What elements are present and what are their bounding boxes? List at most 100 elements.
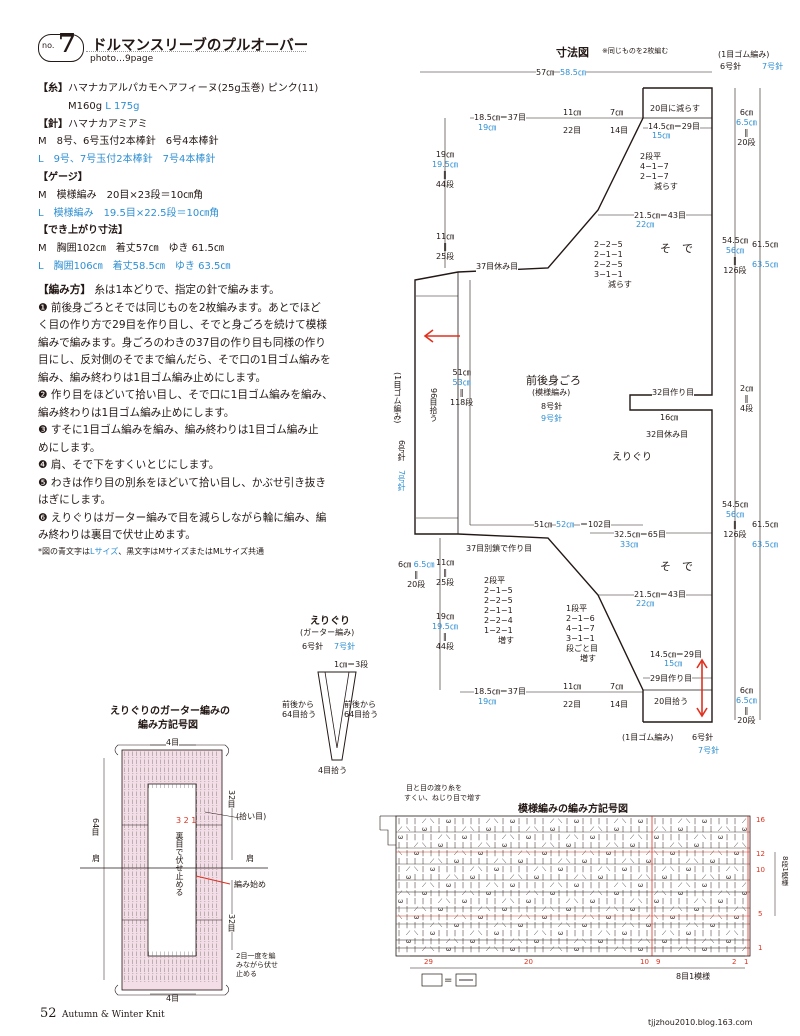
garter-symbol: - <box>216 979 218 984</box>
chart-symbol: | <box>702 866 705 873</box>
body-needle: 8号針 <box>541 402 563 411</box>
chart-symbol: ⟋ <box>398 890 403 897</box>
gauge-l: L 模様編み 19.5目×22.5段＝10㎝角 <box>38 207 220 219</box>
garter-symbol: | <box>196 871 198 876</box>
garter-symbol: - <box>156 963 158 968</box>
chart-symbol: | <box>422 874 425 881</box>
garter-symbol: - <box>144 915 146 920</box>
garter-symbol: | <box>200 791 202 796</box>
garter-symbol: | <box>212 879 214 884</box>
garter-symbol: - <box>140 907 142 912</box>
garter-symbol: | <box>216 831 218 836</box>
garter-symbol: | <box>212 967 214 972</box>
garter-symbol: - <box>208 955 210 960</box>
garter-symbol: - <box>132 979 134 984</box>
garter-symbol: | <box>216 791 218 796</box>
chart-symbol: | <box>454 842 457 849</box>
garter-symbol: - <box>184 955 186 960</box>
chart-symbol: ω <box>438 842 444 849</box>
chart-symbol: ⟋ <box>534 930 539 937</box>
garter-symbol: - <box>216 899 218 904</box>
dim-text: 44段 <box>435 180 454 189</box>
chart-symbol: | <box>726 842 729 849</box>
chart-symbol: ⟋ <box>614 946 619 953</box>
chart-symbol: ω <box>670 914 676 921</box>
chart-symbol: | <box>726 834 729 841</box>
garter-symbol: - <box>184 771 186 776</box>
dim-185: 18.5㎝＝37目 <box>474 113 526 123</box>
dim-text: 4段 <box>740 404 754 413</box>
garter-symbol: - <box>216 811 218 816</box>
chart-symbol: | <box>502 914 505 921</box>
chart-symbol: | <box>566 914 569 921</box>
col-29: 29 <box>424 958 433 966</box>
chart-symbol: ω <box>438 906 444 913</box>
chart-symbol: ⟋ <box>598 930 603 937</box>
chart-symbol: | <box>590 922 593 929</box>
chart-symbol: | <box>670 818 673 825</box>
garter-symbol: | <box>176 775 178 780</box>
garter-symbol: - <box>156 779 158 784</box>
chart-symbol: | <box>590 882 593 889</box>
garter-symbol: - <box>144 859 146 864</box>
garter-symbol: - <box>216 915 218 920</box>
chart-symbol: | <box>574 922 577 929</box>
garter-symbol: - <box>128 819 130 824</box>
garter-symbol: - <box>216 947 218 952</box>
garter-symbol: | <box>192 775 194 780</box>
garter-symbol: - <box>212 795 214 800</box>
garter-symbol: | <box>124 951 126 956</box>
garter-symbol: | <box>136 863 138 868</box>
garter-symbol: - <box>204 883 206 888</box>
garter-symbol: | <box>136 799 138 804</box>
garter-symbol: | <box>212 959 214 964</box>
chart-symbol: | <box>542 826 545 833</box>
chart-symbol: ω <box>414 914 420 921</box>
chart-symbol: | <box>630 866 633 873</box>
chart-symbol: | <box>414 890 417 897</box>
chart-symbol: | <box>526 866 529 873</box>
garter-symbol: - <box>124 931 126 936</box>
garter-symbol: - <box>132 931 134 936</box>
chart-symbol: ω <box>590 834 596 841</box>
garter-symbol: - <box>132 923 134 928</box>
garter-symbol: - <box>136 787 138 792</box>
garter-symbol: - <box>148 763 150 768</box>
garter-symbol: | <box>164 775 166 780</box>
garter-symbol: - <box>144 955 146 960</box>
chart-symbol: | <box>598 906 601 913</box>
garter-symbol: | <box>208 815 210 820</box>
garter-symbol: | <box>212 831 214 836</box>
chart-symbol: ⟋ <box>662 866 667 873</box>
dec-block-1: 2段平 4−1−7 2−1−7 減らす <box>640 152 678 192</box>
chart-symbol: | <box>446 858 449 865</box>
chart-symbol: | <box>638 906 641 913</box>
garter-symbol: | <box>196 807 198 812</box>
chart-symbol: | <box>438 946 441 953</box>
chart-symbol: ω <box>542 850 548 857</box>
garter-symbol: - <box>136 851 138 856</box>
chart-symbol: ⟋ <box>438 834 443 841</box>
chart-symbol: ⟍ <box>430 946 435 953</box>
garter-symbol: - <box>208 803 210 808</box>
chart-symbol: | <box>734 874 737 881</box>
chart-symbol: ⟋ <box>590 890 595 897</box>
garter-symbol: | <box>136 919 138 924</box>
chart-symbol: ⟋ <box>550 882 555 889</box>
body-name: 前後身ごろ <box>526 374 581 387</box>
garter-symbol: | <box>196 967 198 972</box>
chart-symbol: ⟍ <box>494 946 499 953</box>
chart-symbol: | <box>654 866 657 873</box>
chart-symbol: | <box>406 906 409 913</box>
garter-symbol: - <box>200 819 202 824</box>
garter-symbol: | <box>176 759 178 764</box>
garter-symbol: | <box>204 879 206 884</box>
chart-symbol: | <box>694 882 697 889</box>
garter-symbol: - <box>204 779 206 784</box>
chart-symbol: | <box>678 866 681 873</box>
chart-symbol: ⟋ <box>414 842 419 849</box>
chart-symbol: | <box>398 874 401 881</box>
garter-symbol: | <box>140 943 142 948</box>
chart-symbol: | <box>550 922 553 929</box>
garter-symbol: - <box>168 763 170 768</box>
